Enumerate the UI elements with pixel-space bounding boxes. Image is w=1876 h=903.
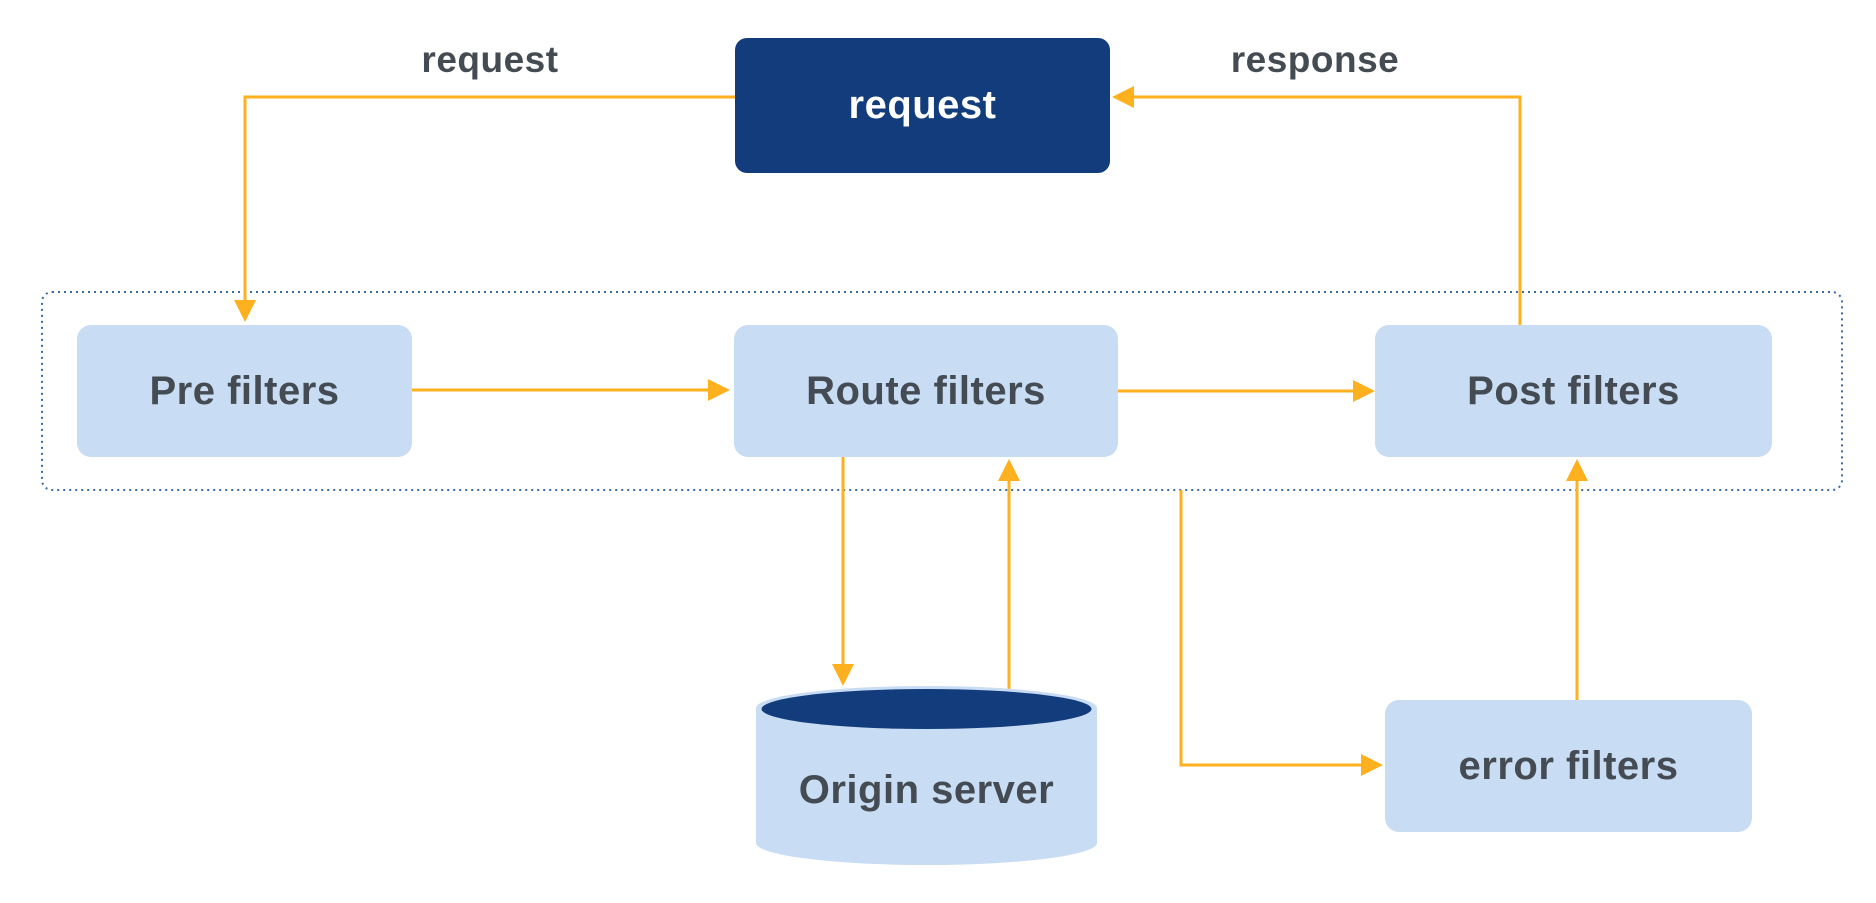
filter-chain-container-border — [41, 291, 1843, 491]
arrow-error-to-post-filters — [1566, 459, 1588, 700]
request-node: request — [735, 38, 1110, 173]
origin-server-cylinder — [756, 686, 1097, 866]
arrow-chain-to-error-filters — [1179, 490, 1383, 776]
arrow-post-to-request-response — [1112, 86, 1522, 325]
cylinder-body — [756, 686, 1097, 866]
cylinder-top — [761, 689, 1092, 729]
arrow-origin-server-to-route — [998, 459, 1020, 690]
post-filters-label: Post filters — [1467, 368, 1680, 413]
arrow-route-to-origin-server — [832, 457, 854, 686]
arrow-request-to-pre-filters — [234, 95, 735, 322]
post-filters-node: Post filters — [1375, 325, 1772, 457]
route-filters-node: Route filters — [734, 325, 1118, 457]
arrow-pre-to-route-filters — [412, 379, 730, 401]
response-flow-label: response — [1230, 39, 1400, 80]
arrow-route-to-post-filters — [1118, 380, 1375, 402]
error-filters-label: error filters — [1458, 743, 1679, 788]
origin-server-label: Origin server — [798, 767, 1055, 812]
request-flow-label: request — [421, 39, 559, 80]
error-filters-node: error filters — [1385, 700, 1752, 832]
pre-filters-node: Pre filters — [77, 325, 412, 457]
request-node-label: request — [848, 83, 997, 127]
pre-filters-label: Pre filters — [149, 368, 340, 413]
route-filters-label: Route filters — [806, 368, 1046, 413]
